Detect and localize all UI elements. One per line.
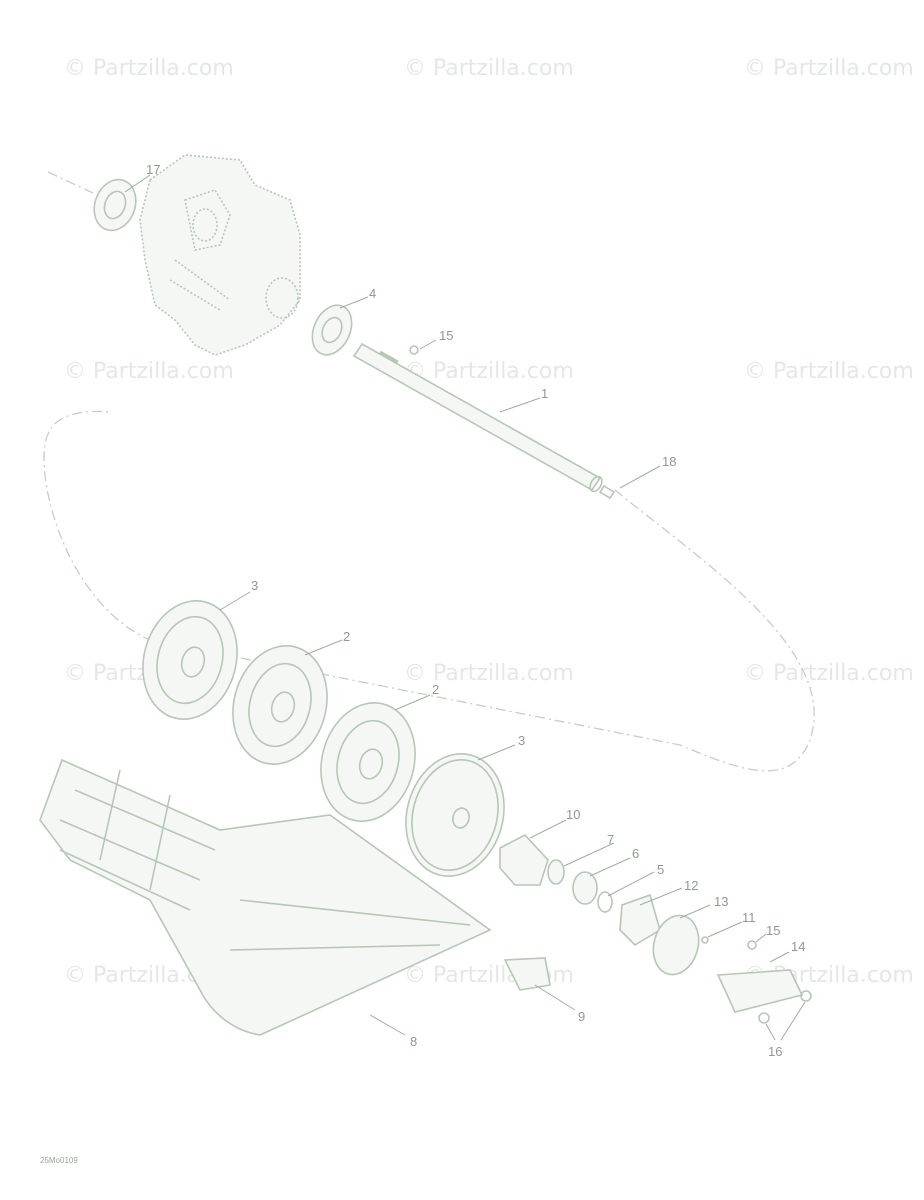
- callout-15: 15: [439, 328, 453, 343]
- part-15-nut: [747, 940, 757, 950]
- callout-6: 6: [632, 846, 639, 861]
- callout-9: 9: [578, 1009, 585, 1024]
- callout-1: 1: [541, 386, 548, 401]
- part-12-plate: [619, 893, 661, 947]
- callouts: 17 4 15 1 18 3 2 2 3 10 7 6 5 12 13 11 1…: [146, 162, 805, 1059]
- callout-13: 13: [714, 894, 728, 909]
- callout-3: 3: [251, 578, 258, 593]
- part-1-drive-axle: [352, 342, 603, 493]
- part-16-nut: [758, 1012, 770, 1024]
- diagram-code: 25Mo0109: [40, 1156, 78, 1165]
- track-outline: [43, 410, 815, 772]
- callout-4: 4: [369, 286, 376, 301]
- callout-2: 2: [343, 629, 350, 644]
- callout-11: 11: [742, 910, 756, 925]
- watermark: © Partzilla.com: [744, 661, 914, 686]
- chaincase-housing: [139, 154, 301, 356]
- watermark: © Partzilla.com: [404, 661, 574, 686]
- part-3-sprocket-outer: [142, 600, 238, 720]
- watermark: © Partzilla.com: [404, 359, 574, 384]
- part-4-seal: [311, 304, 353, 356]
- callout-12: 12: [684, 878, 698, 893]
- watermark: © Partzilla.com: [64, 56, 234, 81]
- part-18-clip: [598, 484, 616, 500]
- part-15-ring: [409, 345, 419, 355]
- watermark: © Partzilla.com: [404, 56, 574, 81]
- callout-3: 3: [518, 733, 525, 748]
- part-8-track: [39, 758, 492, 1036]
- callout-5: 5: [657, 862, 664, 877]
- part-11-bolt: [701, 936, 709, 944]
- callout-7: 7: [607, 832, 614, 847]
- watermark: © Partzilla.com: [744, 359, 914, 384]
- part-14-bracket: [716, 969, 804, 1013]
- watermark: © Partzilla.com: [64, 359, 234, 384]
- part-9-guide: [503, 957, 551, 991]
- callout-14: 14: [791, 939, 805, 954]
- part-5-washer: [597, 891, 613, 913]
- leader-lines: [124, 174, 806, 1041]
- callout-15: 15: [766, 923, 780, 938]
- part-2-sprocket: [232, 645, 328, 765]
- part-10-flange: [499, 834, 549, 886]
- part-17-bearing: [93, 178, 137, 232]
- callout-16: 16: [768, 1044, 782, 1059]
- callout-8: 8: [410, 1034, 417, 1049]
- part-3-sprocket-disc: [405, 753, 505, 877]
- callout-17: 17: [146, 162, 160, 177]
- watermark: © Partzilla.com: [744, 56, 914, 81]
- part-16-nut: [800, 990, 812, 1002]
- watermarks: © Partzilla.com © Partzilla.com © Partzi…: [64, 56, 914, 988]
- callout-2: 2: [432, 682, 439, 697]
- part-2-sprocket: [320, 702, 416, 822]
- callout-10: 10: [566, 807, 580, 822]
- part-7-ring: [547, 859, 565, 885]
- part-6-bearing: [572, 871, 598, 905]
- callout-18: 18: [662, 454, 676, 469]
